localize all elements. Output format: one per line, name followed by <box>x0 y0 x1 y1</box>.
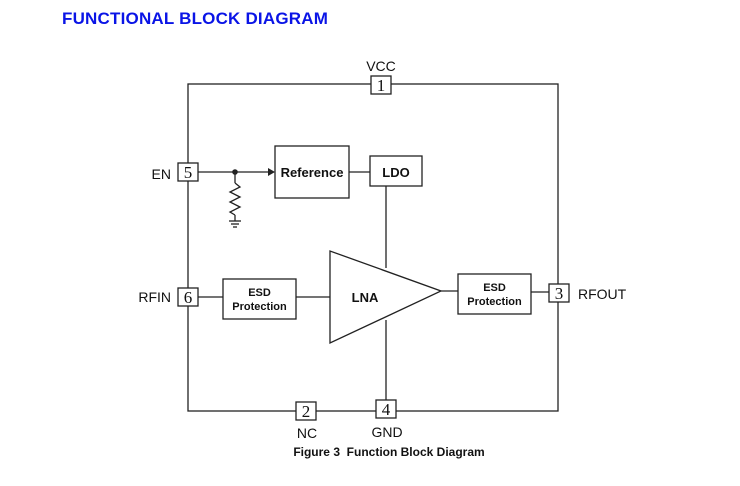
svg-text:LDO: LDO <box>382 165 409 180</box>
svg-text:ESD: ESD <box>483 282 506 294</box>
pin-label: VCC <box>366 58 396 74</box>
junction-dot <box>232 169 238 175</box>
esd-protection-output-block: ESD Protection <box>457 273 549 315</box>
arrow-icon <box>268 168 275 176</box>
pin-label: GND <box>371 424 402 440</box>
pin-en: 5 EN <box>152 162 199 182</box>
ground-symbol-icon <box>229 220 241 228</box>
pin-rfout: 3 RFOUT <box>548 283 627 303</box>
pin-number: 4 <box>382 400 391 419</box>
pin-number: 1 <box>377 76 386 95</box>
svg-text:LNA: LNA <box>352 290 379 305</box>
pin-label: NC <box>297 425 317 441</box>
svg-text:Protection: Protection <box>232 301 287 313</box>
pin-gnd: 4 GND <box>371 399 403 440</box>
pin-vcc: 1 VCC <box>366 58 396 95</box>
pin-number: 6 <box>184 288 193 307</box>
section-title: FUNCTIONAL BLOCK DIAGRAM <box>62 9 329 28</box>
pulldown-resistor-icon <box>228 182 242 216</box>
pin-label: RFIN <box>138 289 171 305</box>
package-outline <box>187 83 559 412</box>
reference-block: Reference <box>274 145 350 199</box>
ldo-block: LDO <box>369 155 423 187</box>
svg-text:ESD: ESD <box>248 287 271 299</box>
esd-protection-input-block: ESD Protection <box>198 278 330 320</box>
pin-label: RFOUT <box>578 286 627 302</box>
figure-caption: Figure 3 Function Block Diagram <box>293 445 484 459</box>
svg-text:Protection: Protection <box>467 296 522 308</box>
en-signal-line <box>198 171 268 221</box>
svg-text:Reference: Reference <box>281 165 344 180</box>
pin-number: 3 <box>555 284 564 303</box>
pin-number: 5 <box>184 163 193 182</box>
pin-number: 2 <box>302 402 311 421</box>
pin-label: EN <box>152 166 171 182</box>
pin-nc: 2 NC <box>295 401 317 441</box>
pin-rfin: 6 RFIN <box>138 287 199 307</box>
lna-amplifier: LNA <box>329 250 443 345</box>
